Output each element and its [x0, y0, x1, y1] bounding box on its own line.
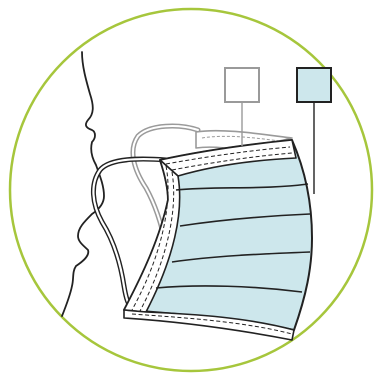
mask-stitch-top — [165, 146, 291, 165]
circle-frame — [8, 7, 374, 373]
mask-pleat-4 — [155, 285, 303, 293]
mask-inner-stitch — [201, 135, 281, 142]
mask-pleat-2 — [179, 213, 311, 227]
face-profile — [61, 51, 105, 317]
mask-stitch-bottom — [131, 313, 293, 335]
mask-binding-left — [123, 159, 181, 313]
mask-stitch-left — [131, 165, 169, 311]
mask-binding-top — [159, 139, 297, 177]
legend-swatch-inner — [224, 67, 260, 103]
mask-stitch-left-2 — [139, 171, 175, 312]
mask-pleat-1 — [175, 183, 309, 191]
mask-inner-layer — [195, 129, 293, 151]
mask-binding-bottom — [123, 309, 295, 341]
legend-swatch-outer — [296, 67, 332, 103]
near-ear-loop-inner — [92, 157, 168, 312]
mask-stitch-top-2 — [171, 152, 293, 171]
mask-outer-body — [123, 139, 313, 331]
mask-pleat-3 — [171, 251, 311, 263]
